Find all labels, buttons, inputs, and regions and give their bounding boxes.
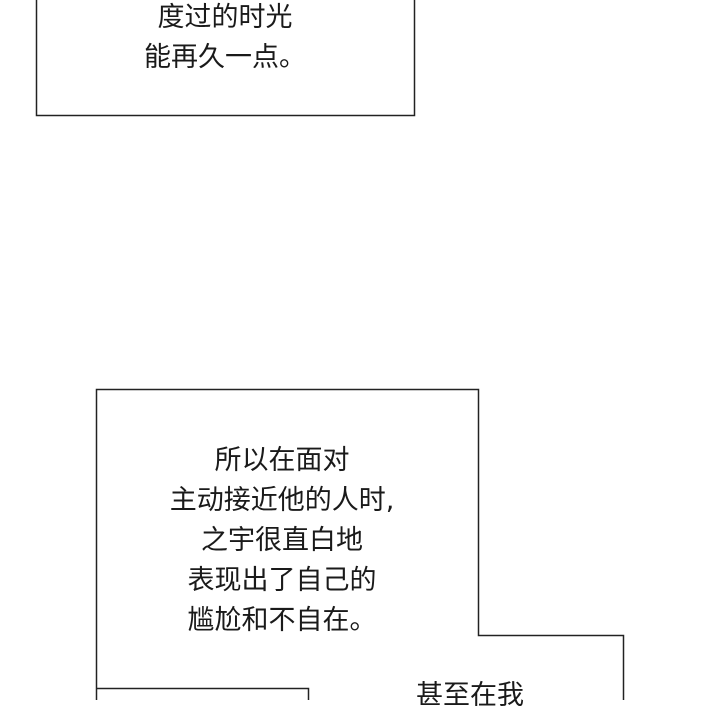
caption-frames bbox=[35, 0, 625, 700]
caption-line: 主动接近他的人时, bbox=[169, 485, 395, 516]
middle-caption-text: 所以在面对 主动接近他的人时, 之宇很直白地 表现出了自己的 尴尬和不自在。 bbox=[132, 440, 432, 640]
top-caption-box bbox=[35, 0, 416, 117]
middle-caption-box bbox=[95, 388, 625, 700]
caption-line: 所以在面对 bbox=[214, 445, 350, 476]
caption-line: 表现出了自己的 bbox=[187, 565, 377, 596]
bottom-caption-text: 甚至在我 bbox=[370, 676, 570, 716]
caption-line: 尴尬和不自在。 bbox=[187, 605, 377, 636]
caption-line: 甚至在我 bbox=[416, 680, 524, 711]
caption-line: 能再久一点。 bbox=[144, 42, 306, 73]
bottom-caption-box-edge bbox=[96, 687, 310, 700]
top-caption-text: 度过的时光 能再久一点。 bbox=[125, 0, 325, 78]
caption-line: 度过的时光 bbox=[157, 2, 293, 33]
caption-line: 之宇很直白地 bbox=[201, 525, 363, 556]
